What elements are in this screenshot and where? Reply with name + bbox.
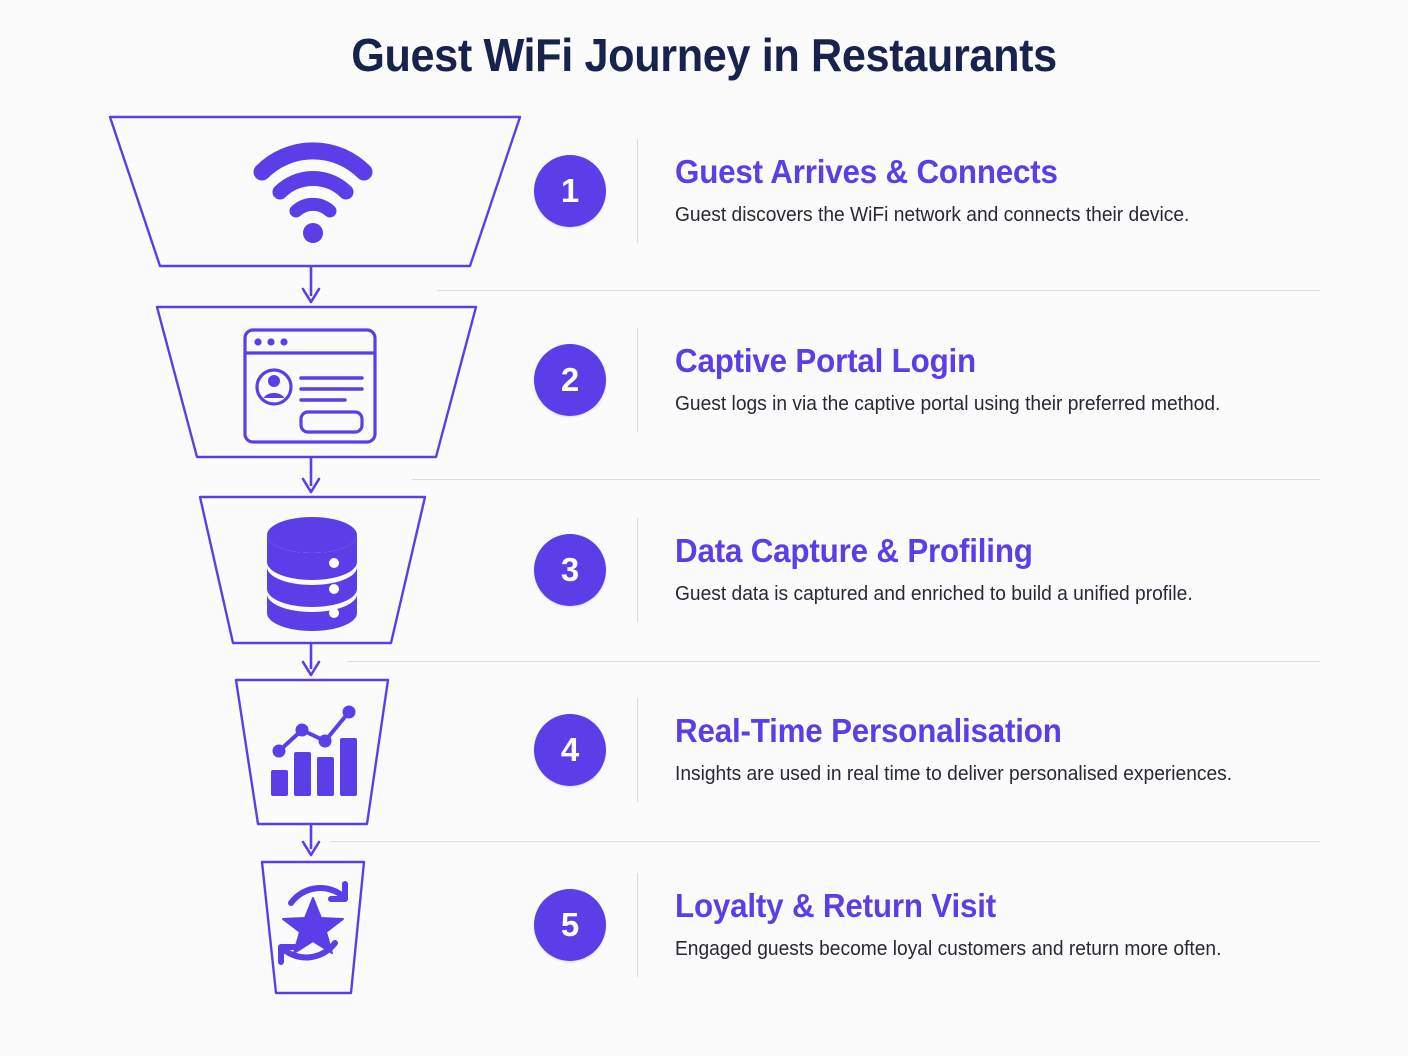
step-title-5: Loyalty & Return Visit xyxy=(675,886,997,924)
captive-portal-icon xyxy=(243,328,377,444)
funnel-stage-2 xyxy=(155,305,478,494)
step-description-4: Insights are used in real time to delive… xyxy=(675,763,1233,786)
funnel-stage-3 xyxy=(198,495,427,677)
step-description-1: Guest discovers the WiFi network and con… xyxy=(675,204,1190,227)
funnel-arrow-1 xyxy=(301,266,321,304)
step-title-4: Real-Time Personalisation xyxy=(675,711,1062,749)
row-separator-2 xyxy=(412,479,1320,480)
funnel-arrow-2 xyxy=(301,457,321,494)
step-vertical-divider-4 xyxy=(637,698,638,802)
step-vertical-divider-2 xyxy=(637,328,638,432)
step-row-3[interactable]: 3 Data Capture & Profiling Guest data is… xyxy=(534,510,1214,630)
funnel-stage-5 xyxy=(260,860,366,995)
step-row-5[interactable]: 5 Loyalty & Return Visit Engaged guests … xyxy=(534,865,1244,985)
step-number-badge-4: 4 xyxy=(534,714,606,786)
step-number-badge-1: 1 xyxy=(534,155,606,227)
step-text-4: Real-Time Personalisation Insights are u… xyxy=(675,711,1255,788)
step-title-1: Guest Arrives & Connects xyxy=(675,152,1058,190)
step-vertical-divider-1 xyxy=(637,139,638,243)
step-description-5: Engaged guests become loyal customers an… xyxy=(675,938,1222,961)
step-number-badge-3: 3 xyxy=(534,534,606,606)
wifi-icon xyxy=(253,142,373,243)
step-number-badge-2: 2 xyxy=(534,344,606,416)
step-row-2[interactable]: 2 Captive Portal Login Guest logs in via… xyxy=(534,320,1243,440)
row-separator-1 xyxy=(437,290,1320,291)
step-text-1: Guest Arrives & Connects Guest discovers… xyxy=(675,152,1211,229)
step-vertical-divider-3 xyxy=(637,518,638,622)
row-separator-3 xyxy=(347,661,1320,662)
step-description-2: Guest logs in via the captive portal usi… xyxy=(675,393,1221,416)
funnel-arrow-4 xyxy=(301,824,321,857)
page-title: Guest WiFi Journey in Restaurants xyxy=(351,29,1057,81)
step-vertical-divider-5 xyxy=(637,873,638,977)
step-row-4[interactable]: 4 Real-Time Personalisation Insights are… xyxy=(534,690,1255,810)
funnel-stage-1 xyxy=(108,115,522,304)
step-text-2: Captive Portal Login Guest logs in via t… xyxy=(675,341,1243,418)
funnel-stage-4 xyxy=(234,678,390,857)
row-separator-4 xyxy=(330,841,1320,842)
step-number-badge-5: 5 xyxy=(534,889,606,961)
step-title-3: Data Capture & Profiling xyxy=(675,531,1033,569)
funnel-arrow-3 xyxy=(301,643,321,677)
step-row-1[interactable]: 1 Guest Arrives & Connects Guest discove… xyxy=(534,131,1211,251)
step-text-3: Data Capture & Profiling Guest data is c… xyxy=(675,531,1214,608)
database-icon xyxy=(267,517,357,631)
loyalty-star-refresh-icon xyxy=(278,881,348,965)
step-text-5: Loyalty & Return Visit Engaged guests be… xyxy=(675,886,1244,963)
step-title-2: Captive Portal Login xyxy=(675,341,977,379)
bar-chart-trend-icon xyxy=(271,705,357,796)
step-description-3: Guest data is captured and enriched to b… xyxy=(675,583,1193,606)
